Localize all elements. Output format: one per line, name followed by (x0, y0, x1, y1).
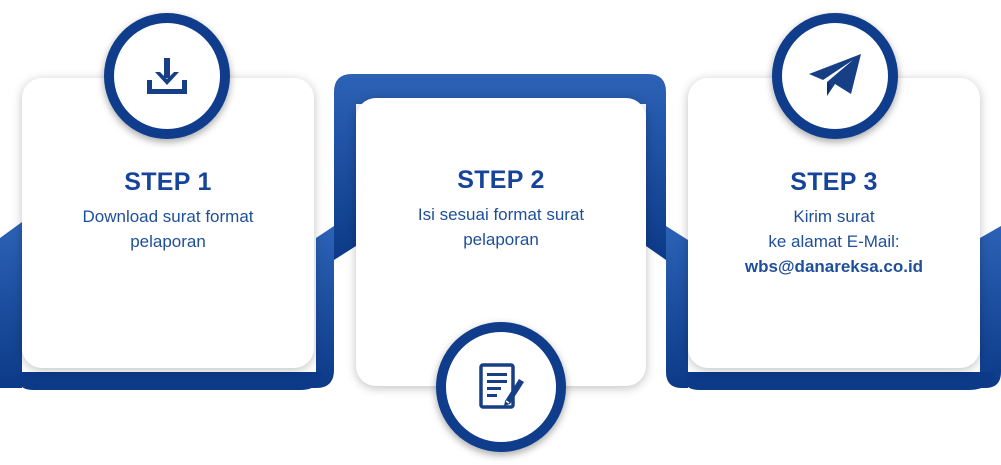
step-2-title: STEP 2 (457, 166, 545, 194)
step-3-title: STEP 3 (790, 168, 878, 196)
step-2-description: Isi sesuai format surat pelaporan (356, 202, 646, 252)
step-1-title: STEP 1 (124, 168, 212, 196)
paper-plane-icon (809, 54, 861, 96)
step-1-description: Download surat format pelaporan (22, 204, 314, 254)
step-2-badge (436, 322, 566, 452)
step-3-line-1: Kirim surat (793, 207, 875, 226)
step-2-line-2: pelaporan (463, 230, 539, 249)
step-3-description: Kirim surat ke alamat E-Mail: wbs@danare… (688, 204, 980, 279)
step-3-email[interactable]: wbs@danareksa.co.id (744, 257, 924, 276)
step-3-card: STEP 3 Kirim surat ke alamat E-Mail: wbs… (688, 78, 980, 368)
document-edit-icon (479, 363, 524, 409)
step-3-line-2: ke alamat E-Mail: (768, 232, 900, 251)
step-2-line-1: Isi sesuai format surat (417, 205, 585, 224)
step-1-line-1: Download surat format (82, 207, 254, 226)
step-1-badge (104, 13, 230, 139)
step-1-line-2: pelaporan (130, 232, 206, 251)
download-icon (147, 58, 187, 94)
step-3-badge (772, 13, 898, 139)
